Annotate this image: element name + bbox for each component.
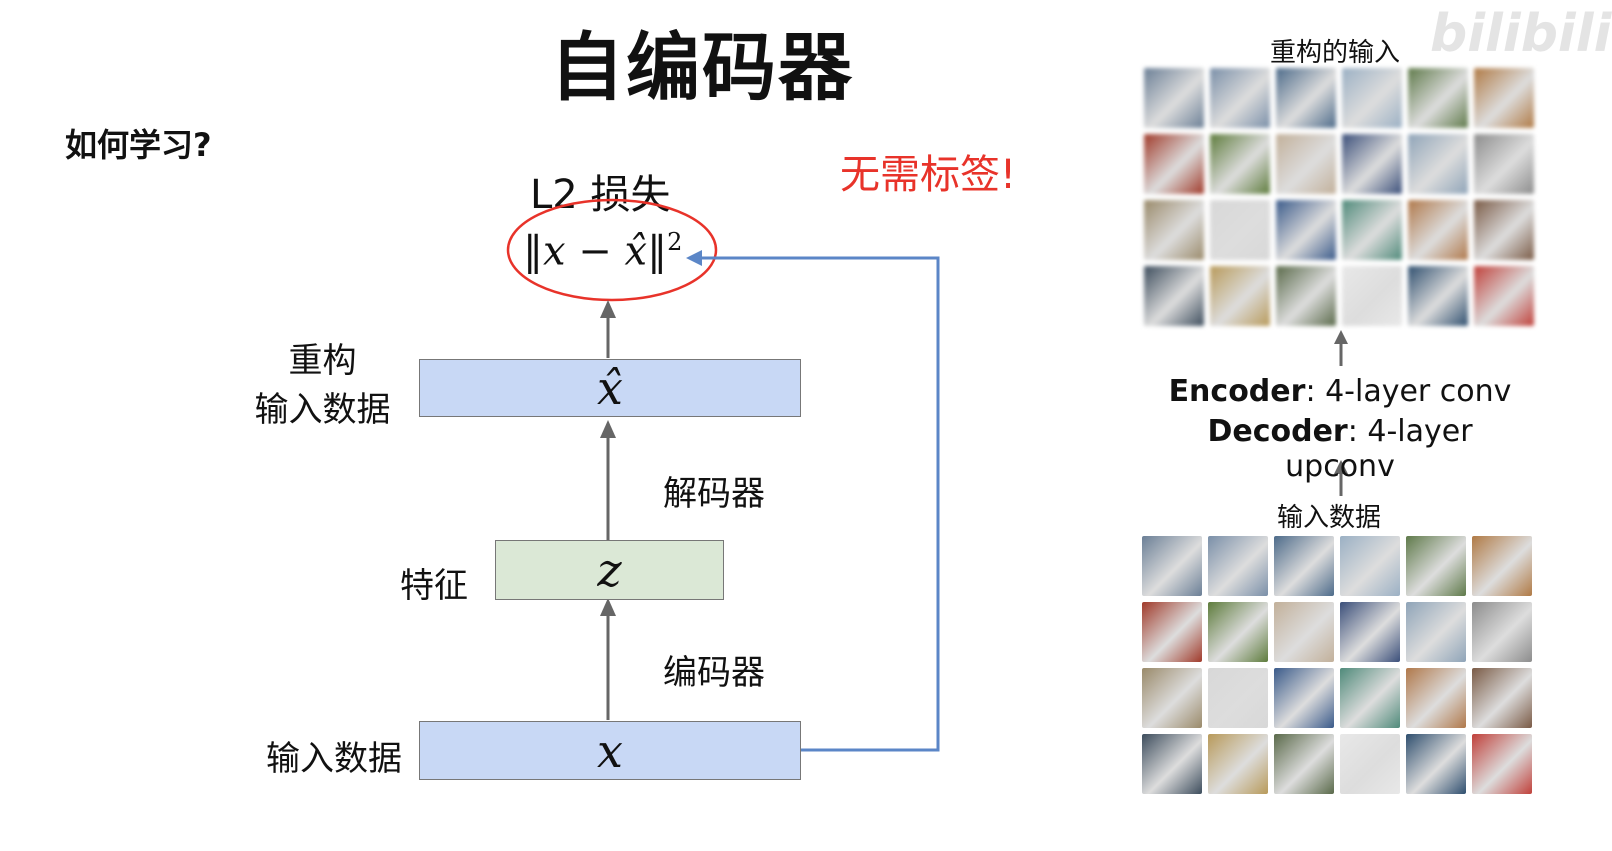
input-data-title: 输入数据	[1277, 503, 1382, 533]
input-thumbnail	[1340, 602, 1400, 662]
bilibili-watermark: bilibili	[1430, 4, 1612, 64]
reconstructed-thumbnail	[1474, 266, 1534, 326]
input-thumbnail	[1340, 536, 1400, 596]
reconstructed-thumbnail	[1474, 134, 1534, 194]
input-thumbnail	[1340, 734, 1400, 794]
reconstructed-thumbnail	[1144, 200, 1204, 260]
reconstructed-thumbnail	[1210, 68, 1270, 128]
encoder-label: 编码器	[663, 653, 765, 693]
input-label: 输入数据	[266, 739, 402, 779]
feature-variable: z	[597, 543, 622, 597]
question-text: 如何学习?	[65, 126, 212, 164]
reconstructed-thumbnail	[1276, 134, 1336, 194]
recon-label-line2: 输入数据	[254, 390, 391, 430]
feature-box: z	[495, 540, 724, 600]
input-thumbnail	[1274, 536, 1334, 596]
decoder-label: 解码器	[663, 474, 765, 514]
input-thumbnail	[1406, 668, 1466, 728]
input-thumbnail	[1274, 668, 1334, 728]
reconstructed-thumbnail	[1342, 200, 1402, 260]
encoder-desc-bold: Encoder	[1168, 374, 1306, 409]
reconstructed-thumbnail	[1474, 200, 1534, 260]
reconstructed-thumbnail	[1342, 134, 1402, 194]
input-image-grid	[1142, 536, 1532, 794]
input-thumbnail	[1472, 536, 1532, 596]
loss-formula: ‖x − x̂‖2	[523, 228, 682, 274]
skip-connection-arrow	[702, 256, 940, 752]
decoder-desc: Decoder: 4-layer upconv	[1150, 414, 1530, 484]
reconstructed-thumbnail	[1144, 266, 1204, 326]
right-arrow-top	[1334, 330, 1348, 344]
encoder-desc-rest: : 4-layer conv	[1305, 374, 1512, 409]
loss-highlight-circle	[506, 198, 718, 302]
recon-variable: x̂	[597, 361, 623, 415]
input-thumbnail	[1472, 602, 1532, 662]
reconstructed-thumbnail	[1342, 266, 1402, 326]
loss-title: L2 损失	[530, 172, 671, 218]
feature-label: 特征	[400, 566, 468, 606]
input-thumbnail	[1142, 536, 1202, 596]
reconstructed-thumbnail	[1210, 134, 1270, 194]
reconstructed-thumbnail	[1474, 68, 1534, 128]
reconstructed-thumbnail	[1276, 68, 1336, 128]
loss-formula-body: ‖x − x̂‖	[523, 228, 668, 275]
reconstructed-thumbnail	[1144, 134, 1204, 194]
input-thumbnail	[1208, 734, 1268, 794]
reconstructed-thumbnail	[1408, 200, 1468, 260]
decoder-desc-rest: : 4-layer upconv	[1285, 414, 1473, 484]
input-thumbnail	[1472, 668, 1532, 728]
input-variable: x	[597, 723, 623, 778]
right-arrow-bottom	[1334, 460, 1348, 474]
arrowhead-3	[600, 300, 616, 318]
reconstructed-input-title: 重构的输入	[1270, 38, 1401, 68]
recon-label-line1: 重构	[288, 341, 357, 381]
reconstructed-thumbnail	[1408, 134, 1468, 194]
reconstructed-thumbnail	[1408, 266, 1468, 326]
slide-title: 自编码器	[550, 25, 854, 111]
encoder-desc: Encoder: 4-layer conv	[1150, 374, 1530, 409]
reconstructed-thumbnail	[1276, 266, 1336, 326]
input-thumbnail	[1406, 734, 1466, 794]
input-thumbnail	[1208, 536, 1268, 596]
input-thumbnail	[1340, 668, 1400, 728]
input-thumbnail	[1406, 602, 1466, 662]
reconstructed-thumbnail	[1342, 68, 1402, 128]
reconstructed-thumbnail	[1144, 68, 1204, 128]
reconstructed-thumbnail	[1210, 200, 1270, 260]
input-thumbnail	[1142, 668, 1202, 728]
input-thumbnail	[1142, 734, 1202, 794]
input-thumbnail	[1142, 602, 1202, 662]
input-thumbnail	[1208, 602, 1268, 662]
skip-arrowhead	[686, 250, 702, 266]
arrowhead-2	[600, 420, 616, 438]
input-thumbnail	[1406, 536, 1466, 596]
no-label-note: 无需标签!	[840, 152, 1017, 198]
reconstruction-box: x̂	[419, 359, 801, 417]
input-box: x	[419, 721, 801, 780]
reconstructed-thumbnail	[1210, 266, 1270, 326]
input-thumbnail	[1274, 734, 1334, 794]
input-thumbnail	[1208, 668, 1268, 728]
input-thumbnail	[1274, 602, 1334, 662]
decoder-desc-bold: Decoder	[1207, 414, 1348, 449]
reconstructed-thumbnail	[1276, 200, 1336, 260]
reconstructed-thumbnail	[1408, 68, 1468, 128]
recon-label: 重构 输入数据	[250, 333, 395, 431]
loss-formula-power: 2	[667, 228, 683, 256]
arrowhead-1	[600, 598, 616, 616]
input-thumbnail	[1472, 734, 1532, 794]
reconstructed-image-grid	[1144, 68, 1534, 326]
